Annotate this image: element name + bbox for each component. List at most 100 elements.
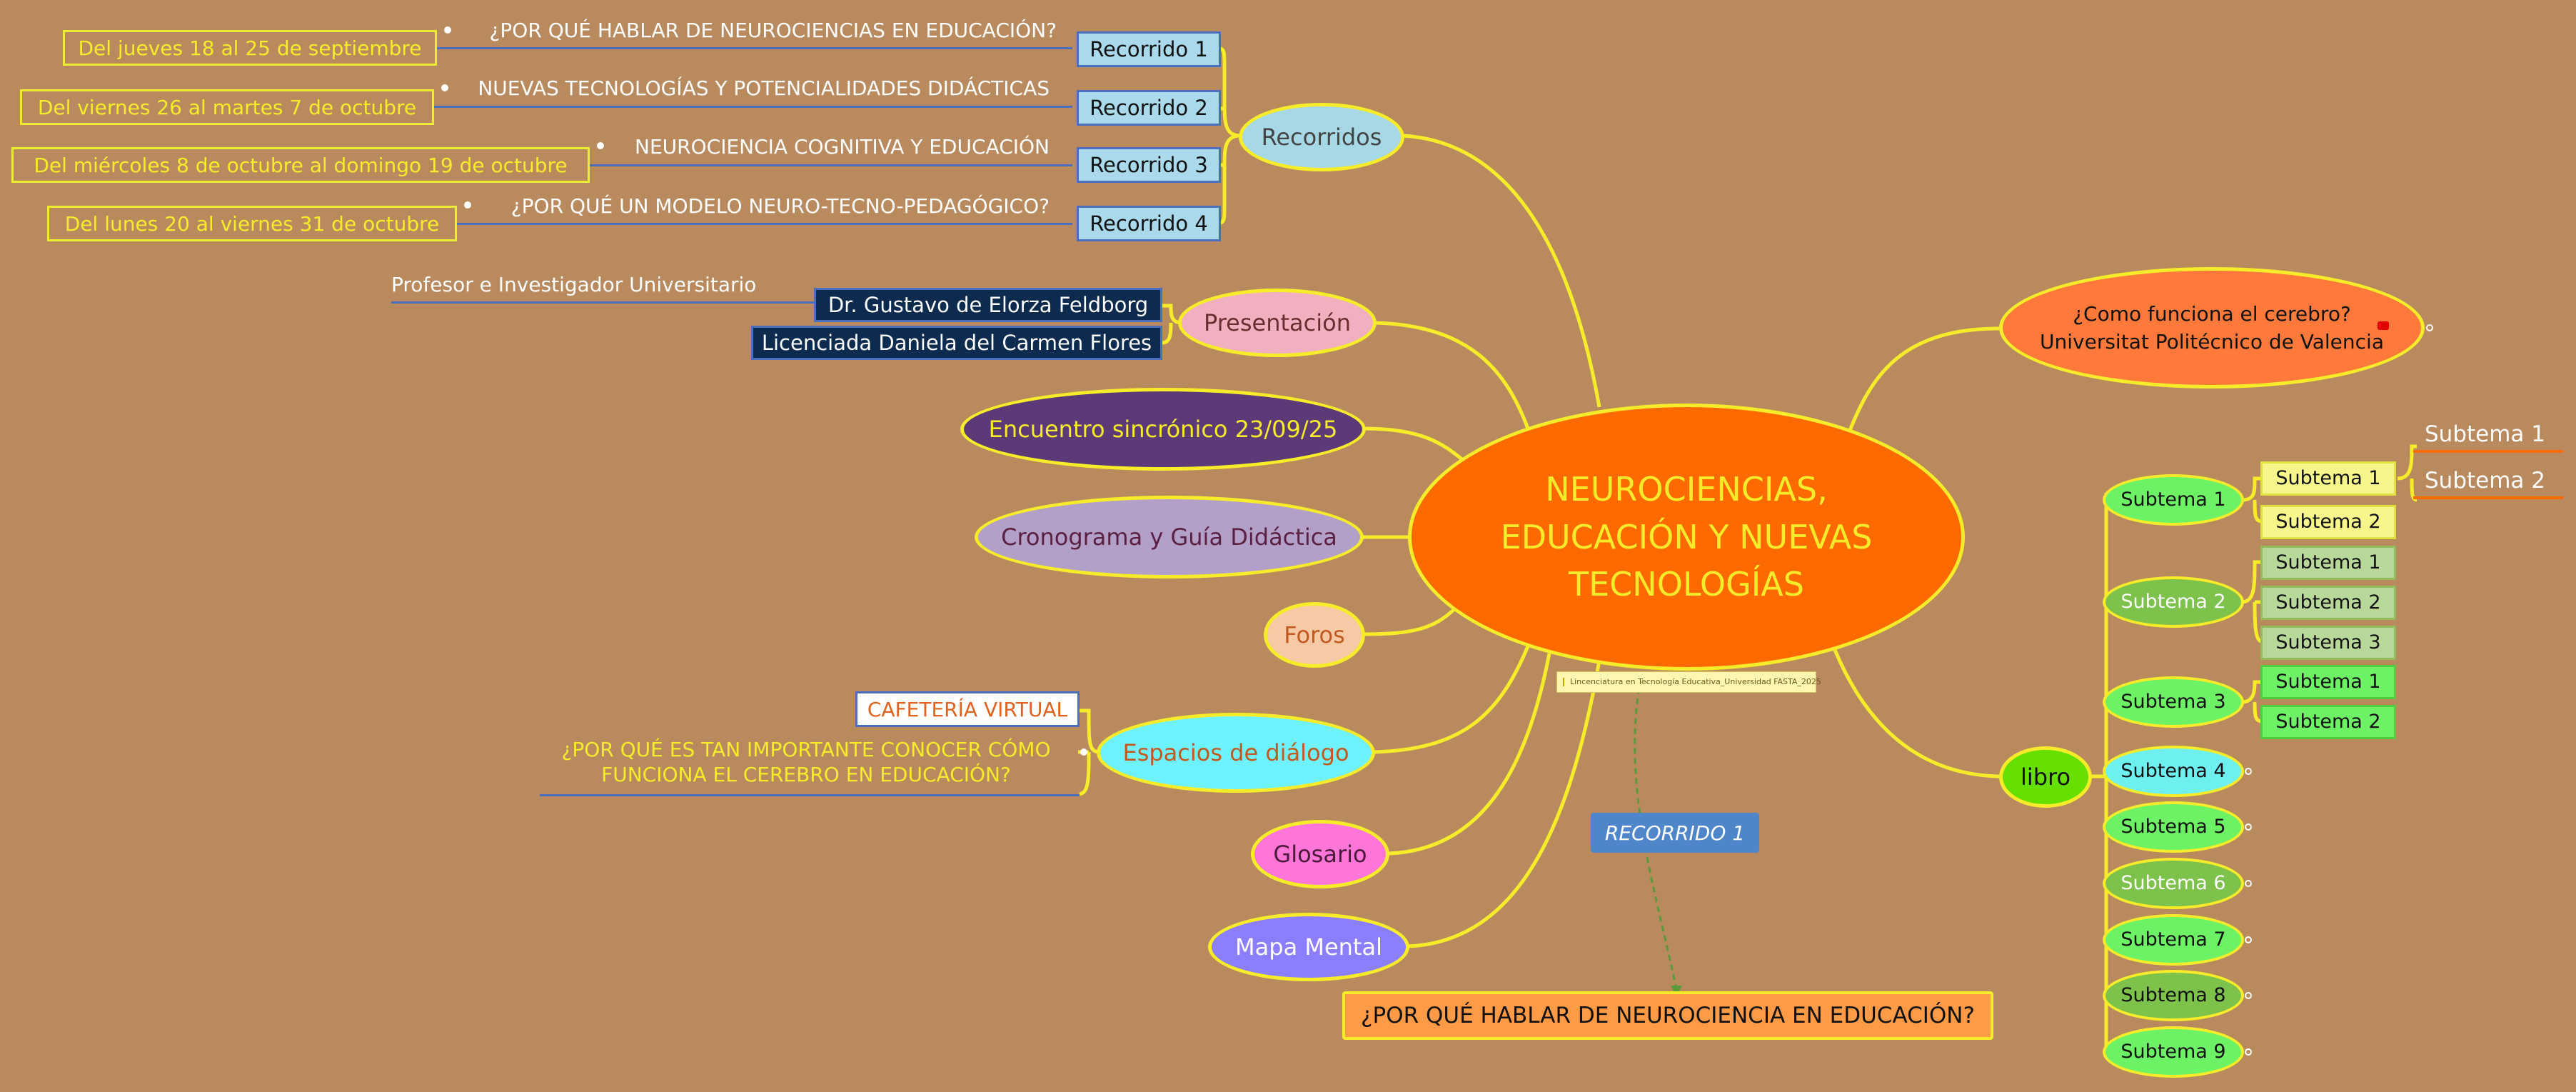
node-espacios-label: Espacios de diálogo [1122, 739, 1349, 766]
link-presentacion [1374, 321, 1530, 429]
subtema-1-child-1[interactable]: Subtema 1 [2260, 461, 2396, 496]
libro-subtema-1-label: Subtema 1 [2120, 489, 2226, 511]
libro-subtema-5[interactable]: Subtema 5 [2103, 801, 2244, 853]
subtema-3-child-1[interactable]: Subtema 1 [2260, 665, 2396, 699]
libro-subtema-4[interactable]: Subtema 4 [2103, 746, 2244, 797]
recorrido-3-dates: Del miércoles 8 de octubre al domingo 19… [11, 147, 590, 183]
libro-subtema-3[interactable]: Subtema 3 [2103, 676, 2244, 728]
recorrido-2-label: Recorrido 2 [1090, 95, 1208, 120]
espacios-cafeteria[interactable]: CAFETERÍA VIRTUAL [855, 691, 1080, 727]
node-cerebro-line2: Universitat Politécnico de Valencia [2040, 330, 2384, 354]
node-libro[interactable]: libro [1999, 746, 2092, 808]
node-recorridos[interactable]: Recorridos [1239, 103, 1404, 171]
recorrido-2-dates: Del viernes 26 al martes 7 de octubre [20, 89, 434, 125]
libro-subtema-6[interactable]: Subtema 6 [2103, 858, 2244, 909]
espacios-bullet [1080, 748, 1087, 756]
recorrido-1-line [437, 47, 1072, 49]
node-cronograma-label: Cronograma y Guía Didáctica [1001, 524, 1337, 551]
subtema-9-collapse[interactable] [2245, 1048, 2252, 1056]
recorrido-2-dates-text: Del viernes 26 al martes 7 de octubre [37, 95, 417, 119]
subtema-7-collapse[interactable] [2245, 936, 2252, 943]
arrow-head [1671, 986, 1682, 996]
topic-bullet-3 [597, 142, 604, 149]
node-encuentro[interactable]: Encuentro sincrónico 23/09/25 [960, 388, 1366, 471]
presentacion-role-text: Profesor e Investigador Universitario [391, 272, 757, 296]
bottom-question-button[interactable]: ¿POR QUÉ HABLAR DE NEUROCIENCIA EN EDUCA… [1342, 991, 1993, 1040]
node-cerebro[interactable]: ¿Como funciona el cerebro? Universitat P… [1999, 267, 2425, 389]
libro-subtema-9-label: Subtema 9 [2120, 1041, 2226, 1063]
recorrido-3-button[interactable]: Recorrido 3 [1077, 147, 1221, 183]
recorrido-4-button[interactable]: Recorrido 4 [1077, 206, 1221, 241]
libro-subtema-1[interactable]: Subtema 1 [2103, 474, 2244, 526]
node-mapa-mental[interactable]: Mapa Mental [1208, 913, 1409, 981]
presentacion-role-line [391, 301, 814, 304]
subtema-grandchild-2[interactable]: Subtema 2 [2425, 465, 2560, 496]
node-presentacion[interactable]: Presentación [1178, 289, 1377, 357]
subtema-2-child-1[interactable]: Subtema 1 [2260, 546, 2396, 580]
central-topic[interactable]: NEUROCIENCIAS, EDUCACIÓN Y NUEVAS TECNOL… [1408, 404, 1965, 671]
libro-subtema-2-label: Subtema 2 [2120, 591, 2226, 613]
note-label[interactable]: Lincenciatura en Tecnología Educativa_Un… [1556, 671, 1821, 693]
central-topic-line2: EDUCACIÓN Y NUEVAS [1500, 517, 1873, 556]
recorrido-2-button[interactable]: Recorrido 2 [1077, 90, 1221, 126]
subtema-4-collapse[interactable] [2245, 768, 2252, 775]
subtema-2-child-2[interactable]: Subtema 2 [2260, 586, 2396, 620]
subtema-6-collapse[interactable] [2245, 880, 2252, 887]
recorrido-4-topic: ¿POR QUÉ UN MODELO NEURO-TECNO-PEDAGÓGIC… [471, 191, 1050, 220]
node-foros[interactable]: Foros [1264, 602, 1365, 668]
libro-subtema-2[interactable]: Subtema 2 [2103, 576, 2244, 628]
node-cronograma[interactable]: Cronograma y Guía Didáctica [975, 496, 1364, 578]
libro-subtema-4-label: Subtema 4 [2120, 760, 2226, 783]
note-icon [1563, 678, 1564, 686]
libro-subtema-8[interactable]: Subtema 8 [2103, 970, 2244, 1021]
bottom-question-text: ¿POR QUÉ HABLAR DE NEUROCIENCIA EN EDUCA… [1361, 1002, 1975, 1028]
libro-subtema-8-label: Subtema 8 [2120, 984, 2226, 1007]
subtema-2-child-2-label: Subtema 2 [2275, 591, 2381, 614]
node-glosario[interactable]: Glosario [1251, 820, 1389, 888]
link-glosario [1388, 653, 1551, 856]
topic-bullet-4 [464, 201, 471, 209]
link-espacios [1372, 646, 1530, 754]
link-libro [1833, 649, 2000, 778]
libro-subtema-7[interactable]: Subtema 7 [2103, 914, 2244, 966]
recorrido-3-dates-text: Del miércoles 8 de octubre al domingo 19… [34, 153, 568, 177]
youtube-icon[interactable] [2378, 321, 2389, 330]
subtema-grandchild-1[interactable]: Subtema 1 [2425, 419, 2560, 450]
presentacion-person-1-text: Dr. Gustavo de Elorza Feldborg [827, 292, 1149, 317]
subtema-1-child-2[interactable]: Subtema 2 [2260, 505, 2396, 539]
subtema-8-collapse[interactable] [2245, 992, 2252, 999]
recorrido-1-dates: Del jueves 18 al 25 de septiembre [63, 30, 437, 66]
libro-subtema-7-label: Subtema 7 [2120, 928, 2226, 951]
recorrido-3-line [590, 164, 1072, 166]
recorrido-4-topic-text: ¿POR QUÉ UN MODELO NEURO-TECNO-PEDAGÓGIC… [510, 194, 1050, 218]
recorrido-3-label: Recorrido 3 [1090, 152, 1208, 177]
subtema-grandchild-1-label: Subtema 1 [2425, 421, 2546, 447]
libro-subtema-6-label: Subtema 6 [2120, 872, 2226, 895]
recorrido-1-button[interactable]: Recorrido 1 [1077, 31, 1221, 67]
subtema-2-child-3[interactable]: Subtema 3 [2260, 626, 2396, 660]
node-espacios[interactable]: Espacios de diálogo [1097, 713, 1375, 793]
link-foros [1363, 606, 1458, 636]
recorrido-1-tag[interactable]: RECORRIDO 1 [1591, 813, 1759, 853]
recorrido-4-line [457, 223, 1072, 225]
subtema-5-collapse[interactable] [2245, 823, 2252, 831]
subtema-1-child-1-label: Subtema 1 [2275, 467, 2381, 490]
recorrido-2-line [434, 106, 1072, 108]
recorrido-2-topic-text: NUEVAS TECNOLOGÍAS Y POTENCIALIDADES DID… [478, 76, 1050, 100]
espacios-question-line2: FUNCIONA EL CEREBRO EN EDUCACIÓN? [601, 763, 1011, 786]
subtema-grandchild-2-label: Subtema 2 [2425, 467, 2546, 494]
espacios-question: ¿POR QUÉ ES TAN IMPORTANTE CONOCER CÓMO … [541, 731, 1071, 793]
node-libro-label: libro [2020, 763, 2071, 791]
presentacion-person-2[interactable]: Licenciada Daniela del Carmen Flores [751, 326, 1162, 360]
link-subsub-bracket [2397, 444, 2417, 502]
node-cerebro-collapse[interactable] [2426, 324, 2433, 331]
libro-subtema-9[interactable]: Subtema 9 [2103, 1026, 2244, 1078]
node-mapa-mental-label: Mapa Mental [1235, 933, 1382, 961]
subtema-3-child-2[interactable]: Subtema 2 [2260, 705, 2396, 739]
node-cerebro-line1: ¿Como funciona el cerebro? [2073, 301, 2351, 326]
central-topic-line3: TECNOLOGÍAS [1569, 565, 1804, 604]
node-glosario-label: Glosario [1273, 841, 1367, 868]
presentacion-person-1[interactable]: Dr. Gustavo de Elorza Feldborg [814, 288, 1162, 322]
subtema-1-child-2-label: Subtema 2 [2275, 511, 2381, 534]
